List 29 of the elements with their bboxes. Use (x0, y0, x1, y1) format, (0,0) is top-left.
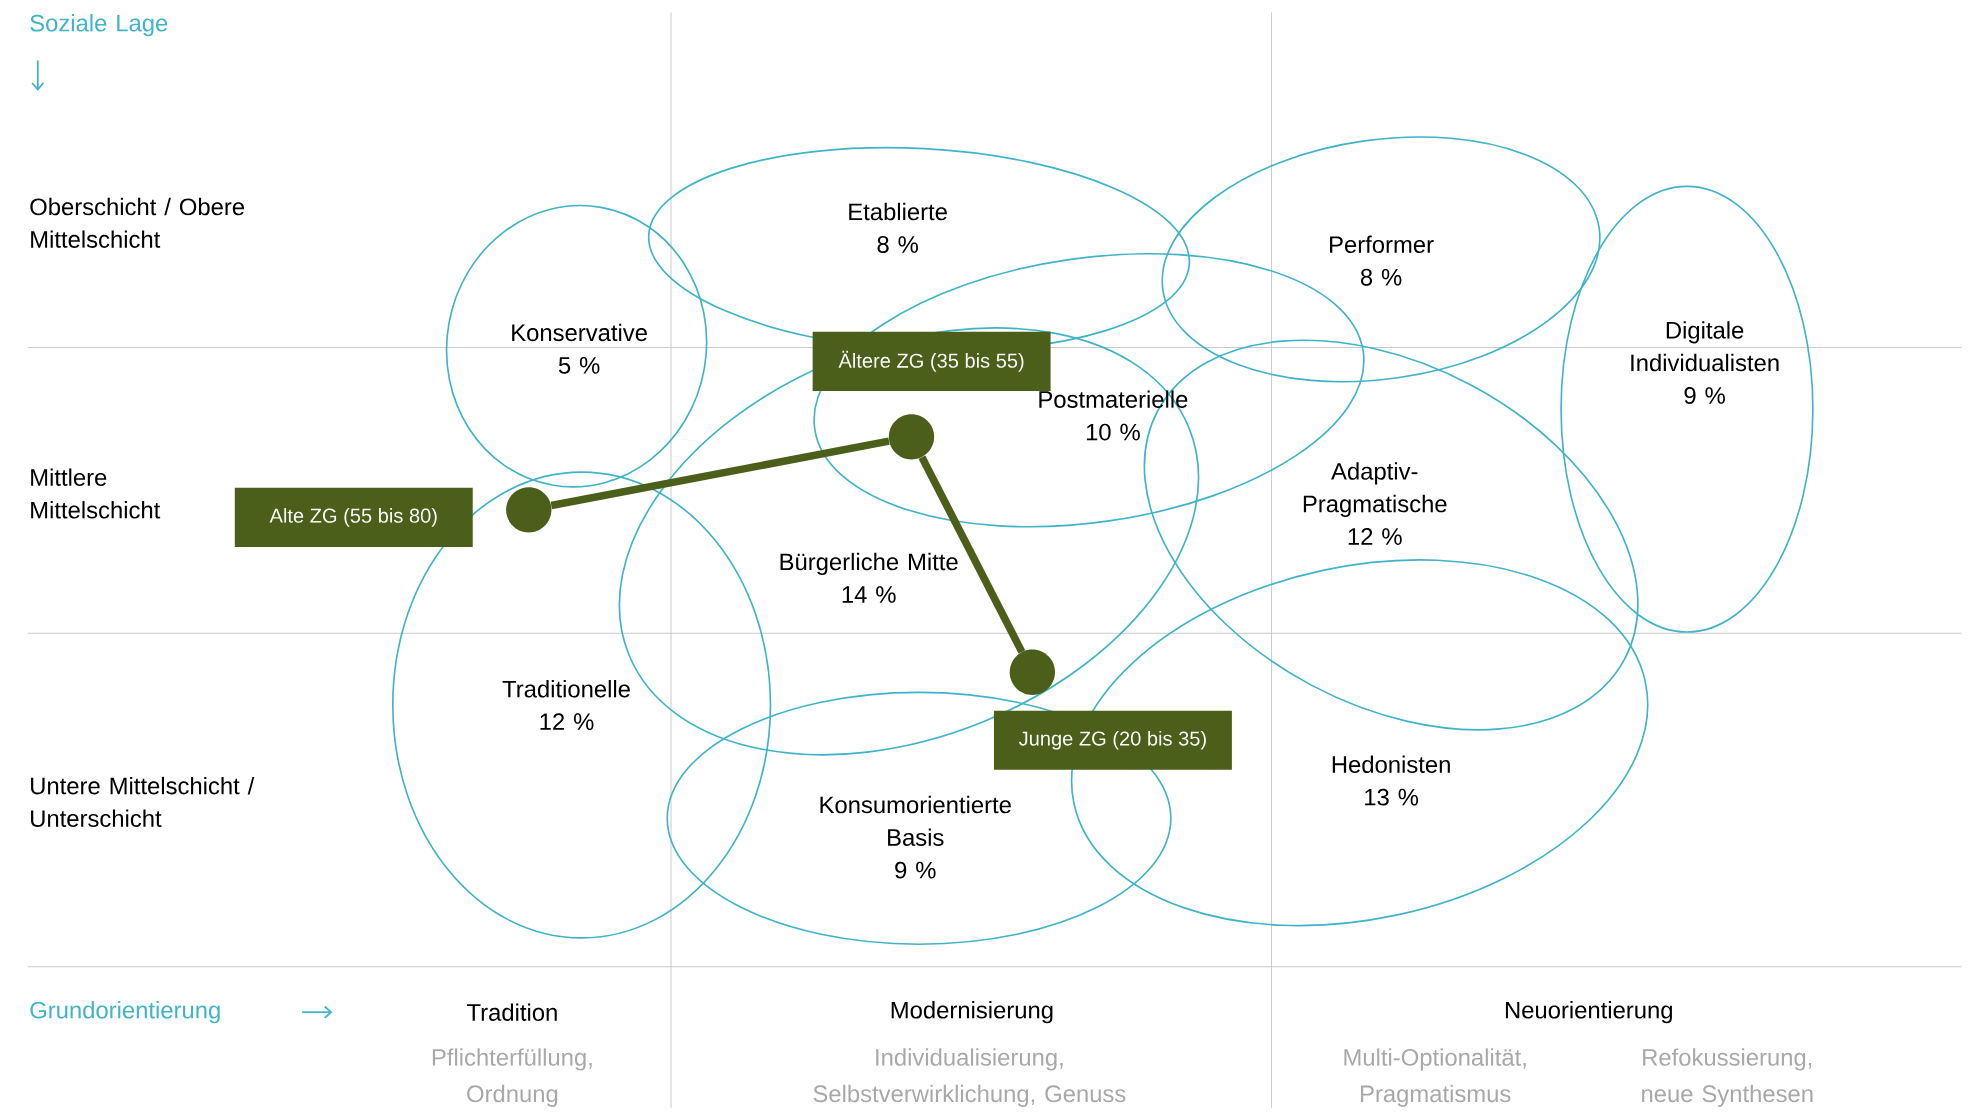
milieu-label: Bürgerliche Mitte 14 % (780, 552, 958, 603)
milieu-label: Etablierte 8 % (849, 202, 947, 253)
row-label: Mittlere Mittelschicht (31, 468, 161, 519)
dot (506, 487, 552, 533)
milieu-label: Performer 8 % (1330, 235, 1434, 286)
label-box: Ältere ZG (35 bis 55) (812, 331, 1051, 391)
dot (1009, 649, 1055, 695)
milieu-label: Traditionelle 12 % (502, 679, 630, 730)
column-label: Modernisierung (891, 1001, 1053, 1024)
column-label: Neuorientierung (1505, 1001, 1672, 1024)
axis-title: Grundorientierung (30, 1001, 220, 1024)
column-description: Refokussierung, neue Synthesen (1642, 1048, 1813, 1107)
label-box: Alte ZG (55 bis 80) (234, 487, 473, 547)
row-label: Untere Mittelschicht / Unterschicht (31, 776, 255, 827)
connector-line (918, 455, 1026, 654)
milieu-label: Konsumorientierte Basis 9 % (820, 795, 1011, 879)
connector-line (550, 437, 890, 510)
dot (888, 414, 935, 460)
row-label: Oberschicht / Obere Mittelschicht (30, 197, 244, 248)
milieu-label: Hedonisten 13 % (1332, 755, 1450, 806)
label-box: Junge ZG (20 bis 35) (993, 710, 1232, 770)
axis-title: Soziale Lage (30, 14, 168, 37)
column-description: Individualisierung, Selbstverwirklichung, Genuss (813, 1048, 1126, 1107)
milieu-label: Adaptiv-Pragmatische 12 % (1303, 462, 1447, 545)
milieu-label: Digitale Individualisten 9 % (1631, 321, 1779, 404)
column-description: Multi-Optionalität, Pragmatismus (1344, 1048, 1526, 1107)
column-label: Tradition (467, 1003, 557, 1021)
milieu-label: Konservative 5 % (512, 323, 647, 374)
column-description: Pflichterfüllung, Ordnung (432, 1048, 592, 1107)
